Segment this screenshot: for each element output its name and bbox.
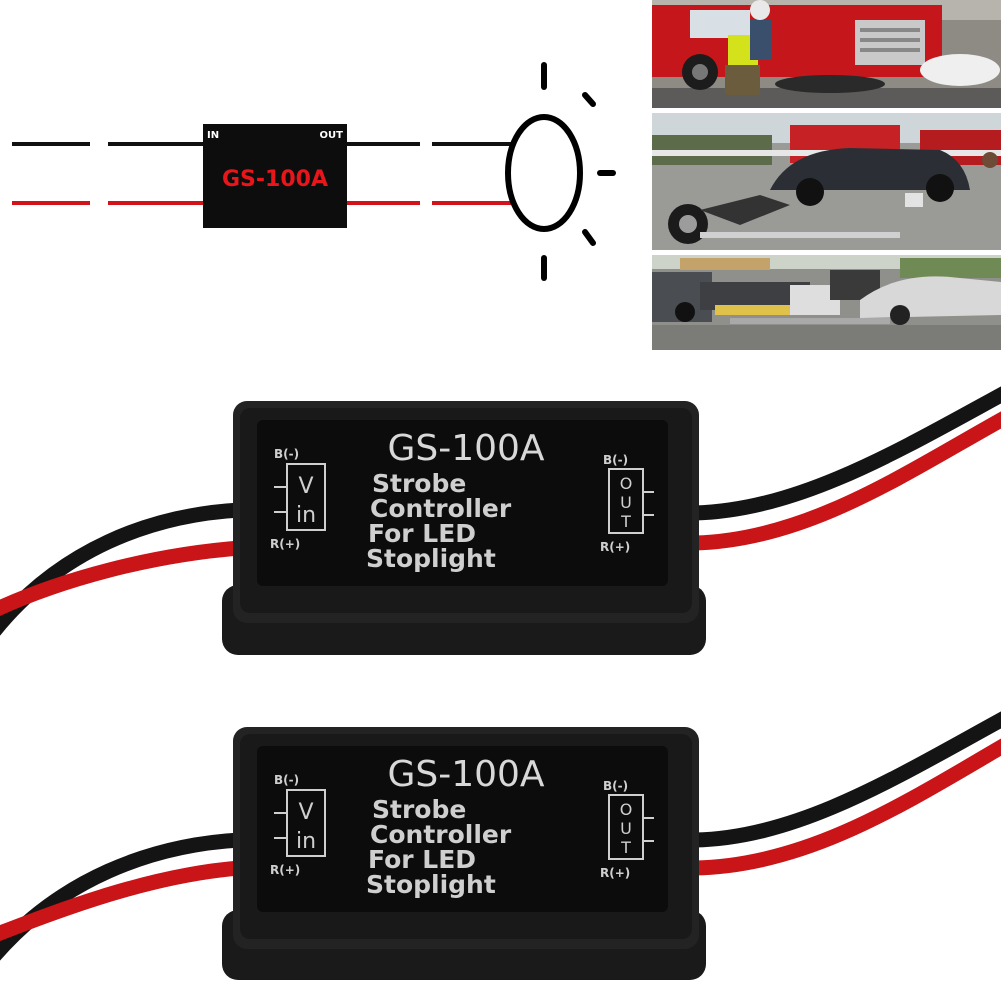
photo-fire-truck [652, 0, 1001, 108]
module-2-out-box [608, 794, 644, 860]
wiring-diagram: IN OUT GS-100A [12, 62, 616, 281]
module-1-left-neg: B(-) [274, 447, 299, 461]
accident-photos [652, 0, 1001, 350]
module-1-out-box [608, 468, 644, 534]
module-1-wires [0, 386, 1001, 636]
module-2-vin-in: in [296, 829, 316, 854]
out-label: OUT [320, 130, 344, 141]
strobe-module-2: GS-100A Strobe Controller For LED Stopli… [0, 711, 1001, 980]
module-2-title: GS-100A [387, 754, 544, 795]
module-2-vin-v: V [298, 800, 313, 825]
strobe-module-1: GS-100A Strobe Controller For LED Stopli… [0, 386, 1001, 655]
module-2-label-panel [257, 746, 668, 912]
module-1-right-neg: B(-) [603, 453, 628, 467]
module-2-line-4: Stoplight [366, 870, 496, 899]
module-2-out-o: O [620, 800, 633, 819]
module-2-left-neg: B(-) [274, 773, 299, 787]
module-2-wires [0, 711, 1001, 961]
module-1-line-4: Stoplight [366, 544, 496, 573]
module-1-vin-in: in [296, 503, 316, 528]
photo-collision [652, 113, 1001, 250]
controller-box [203, 124, 347, 228]
module-2-out-t: T [620, 838, 631, 857]
module-2-right-neg: B(-) [603, 779, 628, 793]
in-label: IN [207, 130, 219, 141]
module-1-title: GS-100A [387, 428, 544, 469]
module-2-vin-box [286, 789, 326, 857]
module-1-vin-box [286, 463, 326, 531]
module-2-line-3: For LED [368, 845, 476, 874]
module-2-out-u: U [620, 819, 632, 838]
photo-stretcher-scene [652, 255, 1001, 350]
module-1-vin-v: V [298, 474, 313, 499]
module-1-out-o: O [620, 474, 633, 493]
box-label: GS-100A [222, 167, 328, 192]
module-1-right-pos: R(+) [600, 540, 630, 554]
module-1-line-3: For LED [368, 519, 476, 548]
module-1-left-pos: R(+) [270, 537, 300, 551]
lamp-icon [505, 62, 616, 281]
module-2-line-2: Controller [370, 820, 512, 849]
module-2-left-pos: R(+) [270, 863, 300, 877]
module-2-right-pos: R(+) [600, 866, 630, 880]
module-1-label-panel [257, 420, 668, 586]
module-1-out-t: T [620, 512, 631, 531]
module-1-line-2: Controller [370, 494, 512, 523]
module-2-line-1: Strobe [372, 795, 466, 824]
module-1-line-1: Strobe [372, 469, 466, 498]
module-1-out-u: U [620, 493, 632, 512]
